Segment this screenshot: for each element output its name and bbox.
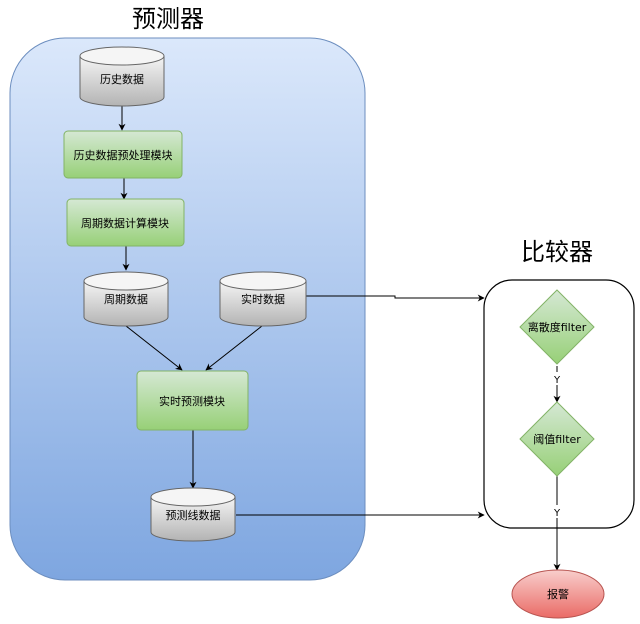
predictor-title: 预测器 — [132, 5, 204, 33]
alarm-node: 报警 — [511, 569, 605, 619]
alarm-node-label: 报警 — [547, 587, 569, 601]
edge-label-yes-2: Y — [553, 508, 561, 519]
cylinder-predict-line-data: 预测线数据 — [150, 487, 236, 542]
cylinder-history-data-label: 历史数据 — [100, 72, 144, 86]
module-preprocess-label: 历史数据预处理模块 — [74, 148, 173, 162]
diamond-discrete-filter: 离散度filter — [519, 289, 595, 365]
edge-period-data-to-realtime-module — [125, 325, 183, 371]
diamond-discrete-filter-label: 离散度filter — [528, 320, 587, 334]
module-period-calc-label: 周期数据计算模块 — [81, 216, 169, 230]
edge-realtime-data-to-realtime-module — [205, 325, 263, 371]
cylinder-history-data: 历史数据 — [79, 46, 165, 107]
module-period-calc: 周期数据计算模块 — [66, 198, 185, 247]
module-realtime-predict: 实时预测模块 — [136, 370, 249, 431]
edge-label-yes-1: Y — [553, 375, 561, 386]
cylinder-period-data-label: 周期数据 — [104, 292, 148, 306]
edges — [118, 105, 561, 571]
diamond-threshold-filter: 阈值filter — [519, 401, 595, 477]
comparator-title: 比较器 — [521, 238, 593, 266]
cylinder-realtime-data: 实时数据 — [219, 271, 307, 327]
diamond-threshold-filter-label: 阈值filter — [533, 432, 581, 446]
module-realtime-predict-label: 实时预测模块 — [159, 394, 225, 408]
cylinder-predict-line-data-label: 预测线数据 — [166, 508, 221, 522]
cylinder-realtime-data-label: 实时数据 — [241, 292, 285, 306]
cylinder-period-data: 周期数据 — [83, 271, 169, 327]
edge-realtime-data-to-comparator — [306, 294, 485, 302]
module-preprocess: 历史数据预处理模块 — [63, 130, 183, 179]
